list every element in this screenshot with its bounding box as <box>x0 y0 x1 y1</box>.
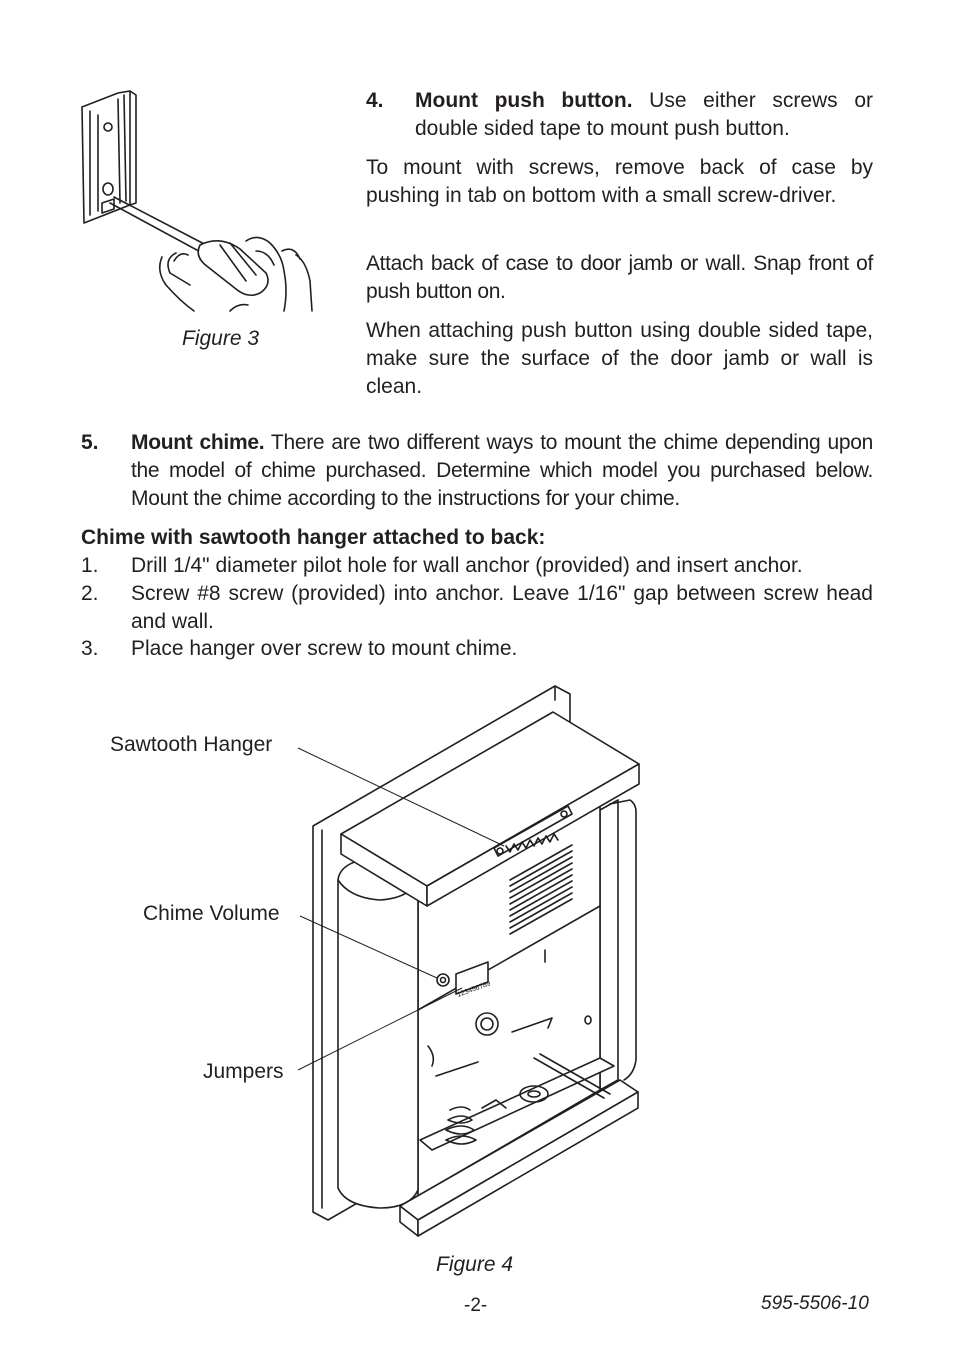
page-number: -2- <box>464 1295 488 1316</box>
step-4-paragraph-1: To mount with screws, remove back of cas… <box>366 156 873 207</box>
sawtooth-heading: Chime with sawtooth hanger attached to b… <box>81 526 546 549</box>
figure-3-illustration <box>81 90 313 312</box>
label-chime-volume: Chime Volume <box>143 902 280 925</box>
label-jumpers: Jumpers <box>203 1060 284 1083</box>
sawtooth-step-1: 1. Drill 1/4" diameter pilot hole for wa… <box>81 552 873 580</box>
sawtooth-step-1-number: 1. <box>81 554 99 577</box>
step-5-number: 5. <box>81 431 99 454</box>
figure-3-caption: Figure 3 <box>182 327 260 350</box>
step-5-heading: Mount chime. <box>131 431 265 454</box>
step-4-intro: Use either screws or double sided tape t… <box>415 89 873 140</box>
sawtooth-step-3-number: 3. <box>81 637 99 660</box>
step-4-paragraph-2: Attach back of case to door jamb or wall… <box>366 252 873 303</box>
sawtooth-step-3-text: Place hanger over screw to mount chime. <box>131 637 518 660</box>
figure-4-caption: Figure 4 <box>436 1253 514 1276</box>
step-5: 5. Mount chime. There are two different … <box>81 429 873 513</box>
step-4-number: 4. <box>366 89 384 112</box>
sawtooth-step-2: 2. Screw #8 screw (provided) into anchor… <box>81 580 873 636</box>
step-4: 4. Mount push button. Use either screws … <box>366 87 873 143</box>
sawtooth-step-1-text: Drill 1/4" diameter pilot hole for wall … <box>131 554 803 577</box>
label-sawtooth-hanger: Sawtooth Hanger <box>110 733 273 756</box>
sawtooth-step-2-number: 2. <box>81 582 99 605</box>
document-number: 595-5506-10 <box>761 1293 869 1314</box>
step-4-heading: Mount push button. <box>415 89 633 112</box>
step-5-body: There are two different ways to mount th… <box>131 431 873 510</box>
sawtooth-step-2-text: Screw #8 screw (provided) into anchor. L… <box>131 582 873 633</box>
step-4-paragraph-3: When attaching push button using double … <box>366 319 873 398</box>
sawtooth-step-3: 3. Place hanger over screw to mount chim… <box>81 635 873 663</box>
